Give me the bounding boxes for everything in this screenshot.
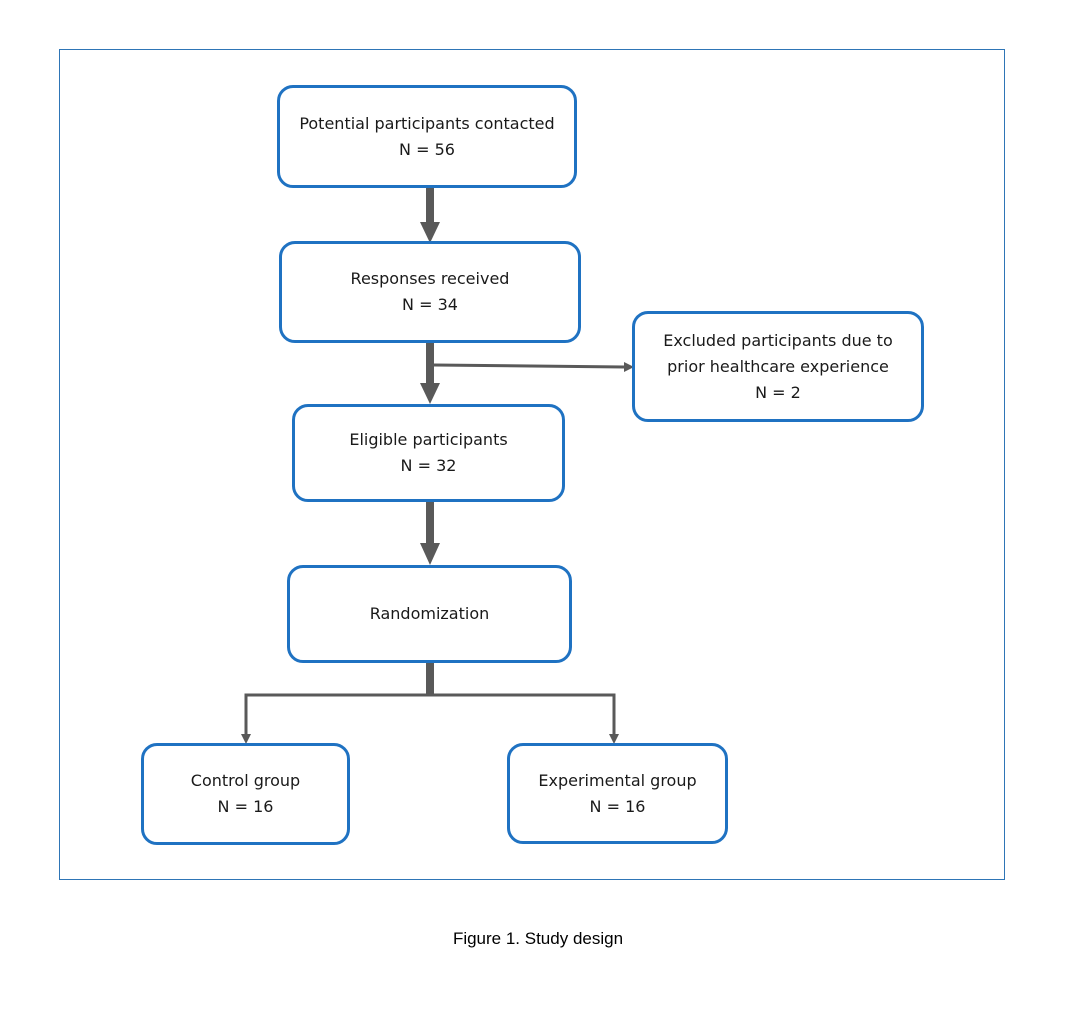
- experimental-group-label: Experimental group: [538, 770, 697, 790]
- arrowhead-to-control: [241, 734, 251, 744]
- contacted-count: N = 56: [399, 139, 455, 159]
- arrowhead-contacted-to-responses: [420, 222, 440, 243]
- arrow-contacted-to-responses: [426, 187, 434, 223]
- experimental-group-count: N = 16: [589, 796, 646, 816]
- eligible-box: Eligible participants N = 32: [292, 404, 565, 502]
- randomization-box: Randomization: [287, 565, 572, 663]
- arrow-responses-to-eligible: [426, 342, 434, 384]
- control-group-box: Control group N = 16: [141, 743, 350, 845]
- arrow-randomization-trunk: [426, 661, 434, 696]
- control-group-label: Control group: [190, 771, 301, 790]
- eligible-label: Eligible participants: [349, 430, 508, 449]
- excluded-box: Excluded participants due to prior healt…: [632, 311, 924, 422]
- excluded-label-line1: Excluded participants due to: [663, 330, 893, 350]
- contacted-box: Potential participants contacted N = 56: [277, 85, 577, 188]
- arrowhead-to-excluded: [624, 362, 634, 372]
- control-group-count: N = 16: [217, 797, 274, 816]
- arrowhead-responses-to-eligible: [420, 383, 440, 404]
- excluded-label-line2: prior healthcare experience: [667, 356, 889, 376]
- arrow-eligible-to-randomization: [426, 502, 434, 544]
- arrowhead-to-experimental: [609, 734, 619, 744]
- responses-box: Responses received N = 34: [279, 241, 581, 343]
- arrow-to-excluded: [433, 363, 625, 369]
- experimental-group-box: Experimental group N = 16: [507, 743, 728, 844]
- responses-label: Responses received: [350, 269, 510, 288]
- responses-count: N = 34: [402, 295, 458, 314]
- eligible-count: N = 32: [400, 456, 457, 475]
- arrowhead-eligible-to-randomization: [420, 543, 440, 565]
- contacted-label: Potential participants contacted: [299, 113, 555, 133]
- figure-caption: Figure 1. Study design: [452, 929, 624, 948]
- arrow-split-groups: [244, 693, 616, 735]
- diagram-frame: [59, 49, 1005, 880]
- randomization-label: Randomization: [369, 604, 490, 623]
- excluded-count: N = 2: [755, 382, 801, 402]
